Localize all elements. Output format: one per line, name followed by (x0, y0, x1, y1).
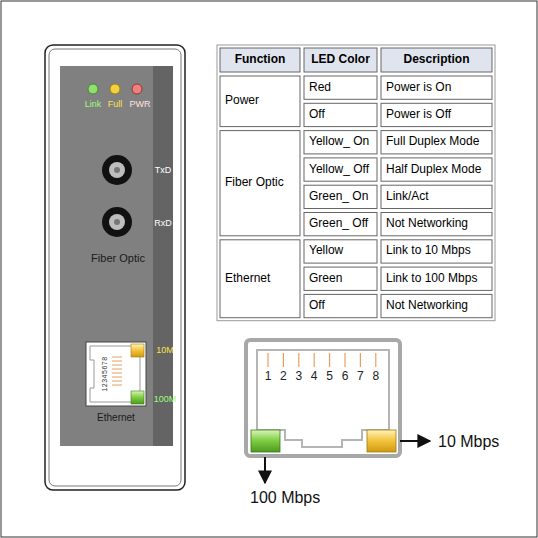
table-cell-box (220, 76, 300, 127)
device-front (45, 45, 185, 490)
table-cell-box (304, 48, 377, 72)
pin-number: 6 (342, 370, 349, 383)
led-label: PWR (130, 100, 151, 110)
table-cell-box (381, 158, 492, 181)
pin-contact (267, 353, 268, 367)
table-cell: Link to 10 Mbps (386, 245, 471, 258)
table-cell: Yellow (309, 245, 343, 258)
table-cell-box (381, 131, 492, 154)
table-cell: Not Networking (386, 218, 468, 231)
pin-contact (360, 353, 361, 367)
led-label: Link (85, 100, 102, 110)
table-cell: Not Networking (386, 299, 468, 312)
table-cell-box (304, 213, 377, 236)
port-label: TxD (155, 166, 172, 176)
table-border (217, 45, 495, 321)
speed-label: 100M (154, 395, 177, 405)
table-cell: Link to 100 Mbps (386, 272, 477, 285)
leader-arrow (264, 457, 266, 483)
table-cell-box (381, 103, 492, 126)
table-function: Ethernet (225, 272, 270, 285)
pin-contact (298, 353, 299, 367)
table-cell-box (304, 294, 377, 317)
table-cell-box (220, 48, 300, 72)
table-cell-box (381, 76, 492, 99)
table-cell-box (381, 213, 492, 236)
pin-number: 8 (372, 370, 379, 383)
table-cell-box (381, 294, 492, 317)
table-grid (217, 45, 495, 321)
pin-number: 7 (357, 370, 364, 383)
pin-contact (329, 353, 330, 367)
speed-label: 10M (156, 346, 174, 356)
table-cell: Yellow_ On (309, 136, 369, 149)
table-header: Function (235, 53, 286, 66)
table-cell-box (304, 158, 377, 181)
table-cell-box (381, 240, 492, 263)
pin-number: 4 (311, 370, 318, 383)
table-cell-box (304, 76, 377, 99)
pin-number: 3 (295, 370, 302, 383)
port-label: Fiber Optic (91, 252, 145, 264)
table-cell-box (304, 103, 377, 126)
table-cell-box (381, 185, 492, 208)
leader-arrow (400, 440, 430, 442)
pin-contact (283, 353, 284, 367)
table-cell: Green_ Off (309, 218, 368, 231)
pin-number: 1 (265, 370, 272, 383)
speed-callout: 10 Mbps (438, 433, 499, 451)
table-cell: Off (309, 299, 325, 312)
table-cell: Green_ On (309, 190, 368, 203)
table-cell-box (304, 240, 377, 263)
table-function: Fiber Optic (225, 177, 284, 190)
table-cell-box (381, 48, 492, 72)
pin-contact (375, 353, 376, 367)
led-label: Full (108, 100, 123, 110)
table-cell-box (304, 185, 377, 208)
pin-number: 2 (280, 370, 287, 383)
table-function: Power (225, 95, 259, 108)
speed-callout: 100 Mbps (250, 489, 320, 507)
table-header: LED Color (311, 53, 370, 66)
pin-contact (344, 353, 345, 367)
table-cell: Off (309, 108, 325, 121)
table-cell: Link/Act (386, 190, 429, 203)
rj45-jack (246, 340, 430, 483)
port-label: Ethernet (97, 412, 135, 423)
table-cell-box (304, 131, 377, 154)
pin-number: 5 (326, 370, 333, 383)
table-cell: Yellow_ Off (309, 163, 369, 176)
table-cell-box (220, 131, 300, 236)
port-label: RxD (154, 219, 172, 229)
table-cell-box (304, 267, 377, 290)
table-cell: Power is On (386, 81, 451, 94)
table-cell-box (381, 267, 492, 290)
pin-contact (314, 353, 315, 367)
table-cell-box (220, 240, 300, 318)
table-cell: Half Duplex Mode (386, 163, 481, 176)
table-header: Description (403, 53, 469, 66)
table-cell: Power is Off (386, 108, 451, 121)
table-cell: Green (309, 272, 342, 285)
pin-numbers: 12345678 (101, 356, 109, 391)
table-cell: Full Duplex Mode (386, 136, 479, 149)
table-cell: Red (309, 81, 331, 94)
